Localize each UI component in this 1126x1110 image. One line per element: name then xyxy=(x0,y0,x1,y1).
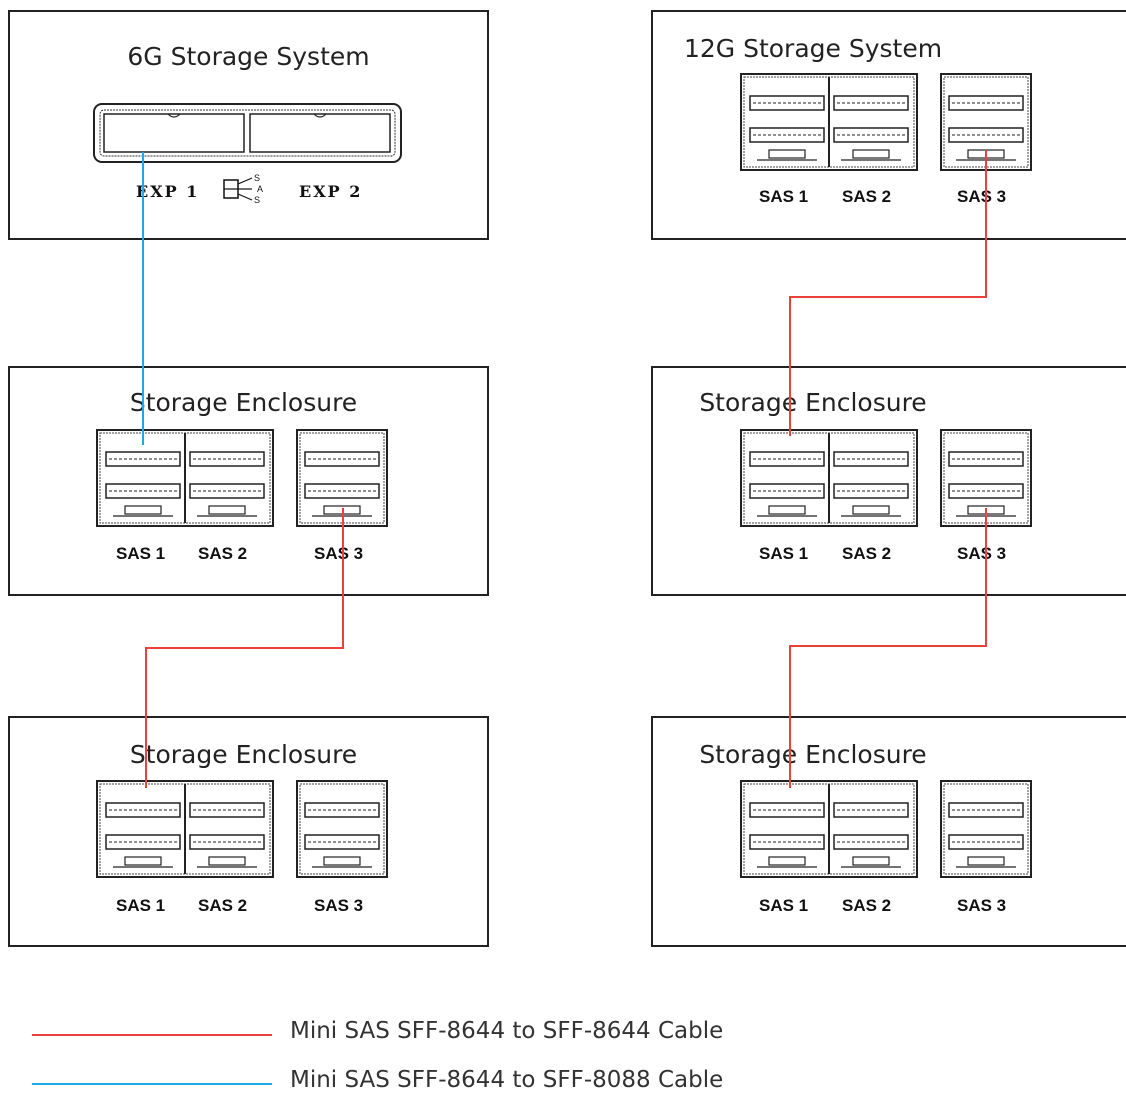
sys12g-port-sas1-sas2 xyxy=(740,73,918,171)
exp2-label: EXP 2 xyxy=(299,182,363,201)
storage-system-6g: 6G Storage System xyxy=(8,10,489,240)
enc-right1-sas2-label: SAS 2 xyxy=(842,544,892,563)
enc-left1-port-sas1-sas2 xyxy=(96,429,274,527)
enc-right2-sas2-label: SAS 2 xyxy=(842,896,892,915)
sas-logo-icon: S A S xyxy=(223,173,263,205)
exp-connector xyxy=(93,103,402,163)
sas-logo-a: A xyxy=(257,184,263,194)
enc-left2-port-sas3 xyxy=(296,780,388,878)
enc-left1-sas1-label: SAS 1 xyxy=(116,544,166,563)
enc-left1-sas3-label: SAS 3 xyxy=(314,544,364,563)
enc-left2-port-sas1-sas2 xyxy=(96,780,274,878)
sas-logo-s2: S xyxy=(254,195,260,205)
legend-red-label: Mini SAS SFF-8644 to SFF-8644 Cable xyxy=(290,1018,724,1044)
enc-right1-port-sas1-sas2 xyxy=(740,429,918,527)
enclosure-left-2-title: Storage Enclosure xyxy=(129,740,358,769)
enc-right1-sas1-label: SAS 1 xyxy=(759,544,809,563)
enc-right2-sas3-label: SAS 3 xyxy=(957,896,1007,915)
enc-right1-sas3-label: SAS 3 xyxy=(957,544,1007,563)
sys12g-sas1-label: SAS 1 xyxy=(759,187,809,206)
enc-left2-sas2-label: SAS 2 xyxy=(198,896,248,915)
storage-system-12g-title: 12G Storage System xyxy=(683,34,943,63)
enclosure-left-1-title: Storage Enclosure xyxy=(129,388,358,417)
enc-right2-sas1-label: SAS 1 xyxy=(759,896,809,915)
enclosure-right-1: Storage Enclosure xyxy=(651,366,1126,596)
enc-left2-sas1-label: SAS 1 xyxy=(116,896,166,915)
sys12g-sas2-label: SAS 2 xyxy=(842,187,892,206)
enc-left2-sas3-label: SAS 3 xyxy=(314,896,364,915)
legend-blue-swatch xyxy=(32,1083,272,1085)
cable-left1-sas3-to-left2-sas1 xyxy=(145,508,344,788)
legend-blue-label: Mini SAS SFF-8644 to SFF-8088 Cable xyxy=(290,1067,724,1093)
exp1-label: EXP 1 xyxy=(136,182,200,201)
enc-right2-port-sas1-sas2 xyxy=(740,780,918,878)
sys12g-sas3-label: SAS 3 xyxy=(957,187,1007,206)
enc-right2-port-sas3 xyxy=(940,780,1032,878)
enc-left1-sas2-label: SAS 2 xyxy=(198,544,248,563)
cable-right1-sas3-to-right2-sas1 xyxy=(789,508,987,788)
sas-logo-s1: S xyxy=(254,173,260,183)
legend-red-swatch xyxy=(32,1034,272,1036)
cable-12g-sas3-to-right1-sas1 xyxy=(789,150,987,436)
enclosure-right-2-title: Storage Enclosure xyxy=(699,740,927,769)
enclosure-right-1-title: Storage Enclosure xyxy=(699,388,927,417)
storage-system-6g-title: 6G Storage System xyxy=(127,42,370,71)
